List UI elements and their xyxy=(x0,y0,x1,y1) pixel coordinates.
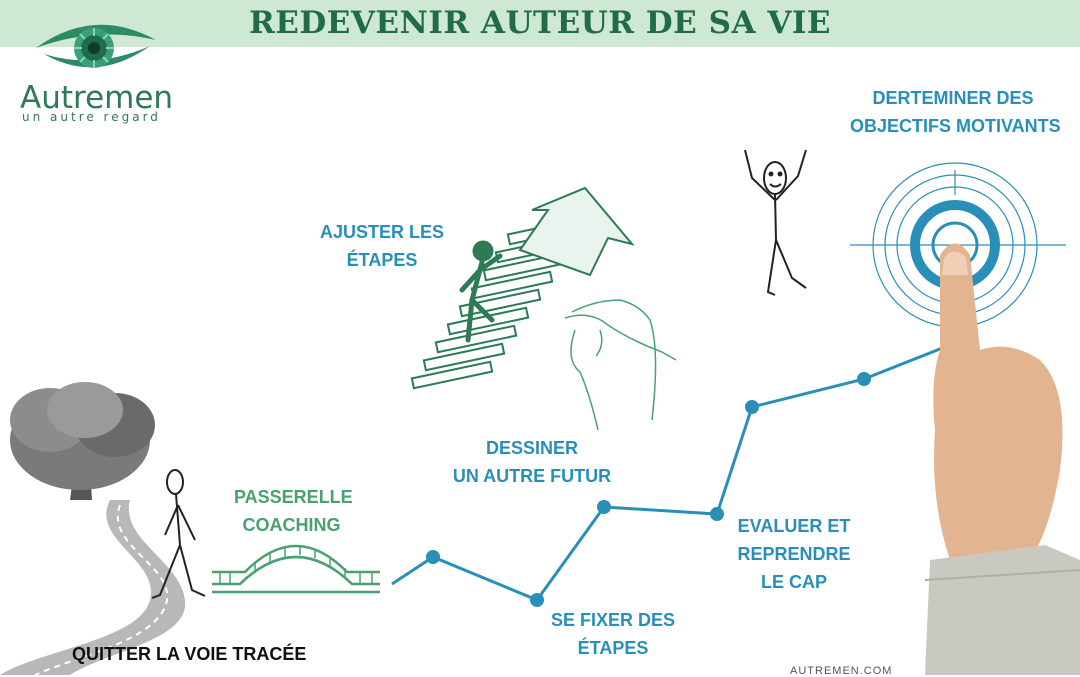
label-quitter: QUITTER LA VOIE TRACÉE xyxy=(72,644,307,664)
road xyxy=(0,500,186,675)
label-passerelle: PASSERELLE COACHING xyxy=(234,483,353,539)
label-fixer-line1: SE FIXER DES xyxy=(550,610,676,630)
hand-drawing-sketch xyxy=(564,299,677,431)
label-ajuster: AJUSTER LES ÉTAPES xyxy=(318,218,446,274)
progress-points xyxy=(426,372,871,607)
label-fixer: SE FIXER DES ÉTAPES xyxy=(548,606,678,662)
label-evaluer-line1: EVALUER ET xyxy=(737,516,851,536)
label-dessiner: DESSINER UN AUTRE FUTUR xyxy=(447,434,617,490)
label-determiner-line1: DERTEMINER DES xyxy=(872,88,1034,108)
stick-figure-walking xyxy=(151,469,206,599)
label-determiner: DERTEMINER DES OBJECTIFS MOTIVANTS xyxy=(850,84,1061,140)
label-determiner-line2: OBJECTIFS MOTIVANTS xyxy=(850,116,1061,136)
logo-name: Autremen xyxy=(20,80,174,116)
label-passerelle-line1: PASSERELLE xyxy=(234,487,353,507)
label-ajuster-line2: ÉTAPES xyxy=(346,250,418,270)
stick-figure-cheering xyxy=(744,149,807,296)
label-passerelle-line2: COACHING xyxy=(242,515,341,535)
bridge xyxy=(212,544,380,594)
label-ajuster-line1: AJUSTER LES xyxy=(319,222,445,242)
footer-url: AUTREMEN.COM xyxy=(790,665,893,677)
eye-icon xyxy=(36,24,156,68)
pointing-hand xyxy=(924,243,1080,675)
header-banner xyxy=(0,0,1080,47)
logo xyxy=(36,24,156,68)
label-evaluer-line2: REPRENDRE xyxy=(737,544,851,564)
logo-tagline: un autre regard xyxy=(22,110,161,124)
label-evaluer: EVALUER ET REPRENDRE LE CAP xyxy=(733,512,855,596)
label-fixer-line2: ÉTAPES xyxy=(577,638,649,658)
label-evaluer-line3: LE CAP xyxy=(760,572,827,592)
stick-figure-climbing xyxy=(459,240,503,343)
label-dessiner-line1: DESSINER xyxy=(485,438,579,458)
label-dessiner-line2: UN AUTRE FUTUR xyxy=(452,466,612,486)
tree xyxy=(10,382,155,500)
progress-line xyxy=(391,343,951,602)
arrow-up-icon xyxy=(518,186,635,277)
page-title: REDEVENIR AUTEUR DE SA VIE xyxy=(248,5,832,41)
